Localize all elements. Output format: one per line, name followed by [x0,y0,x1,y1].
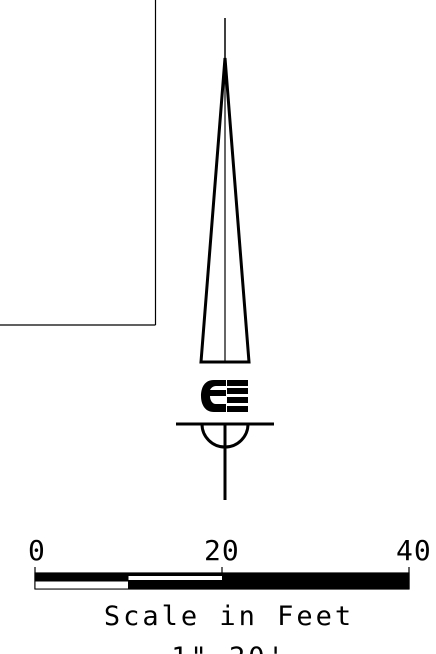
scale-caption: Scale in Feet [104,601,354,632]
scale-tick-label-20: 20 [204,534,240,567]
scale-ratio: 1"=20' [171,642,287,654]
scale-bar-segment [221,580,410,590]
property-boundary [0,0,157,326]
scale-tick-label-0: 0 [28,534,46,567]
ge-logo-icon [201,380,248,412]
graphic-scale-bar: 0 20 40 Scale in Feet 1"=20' [28,534,432,654]
scale-tick-label-40: 40 [396,534,432,567]
scale-segments [34,572,410,590]
north-arrow-icon [176,18,274,500]
scale-bar-gap [128,576,222,580]
scale-bar-segment [128,580,223,590]
scale-bar-segment [34,580,129,590]
